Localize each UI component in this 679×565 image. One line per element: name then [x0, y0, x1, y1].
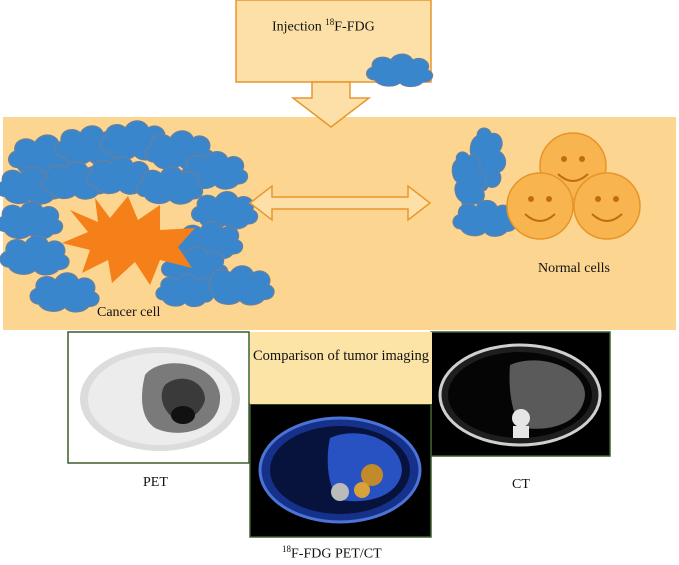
normal-cells-label: Normal cells	[538, 261, 610, 276]
down-arrow-icon	[290, 81, 372, 128]
petct-label: 18F-FDG PET/CT	[282, 544, 382, 562]
glucose-cloud-icon	[365, 53, 434, 88]
smiley-cell-icon	[506, 172, 574, 240]
petct-scan-image	[258, 416, 422, 524]
pet-label: PET	[143, 475, 168, 490]
tumor-star-icon	[62, 196, 195, 285]
cancer-cell-label: Cancer cell	[97, 305, 161, 320]
double-arrow-icon	[248, 184, 432, 222]
ct-label: CT	[512, 477, 530, 492]
comparison-label: Comparison of tumor imaging	[250, 332, 432, 404]
smiley-cell-icon	[573, 172, 641, 240]
injection-label: Injection 18F-FDG	[272, 17, 375, 35]
pet-scan-image	[80, 347, 240, 451]
ct-scan-image	[438, 343, 602, 447]
